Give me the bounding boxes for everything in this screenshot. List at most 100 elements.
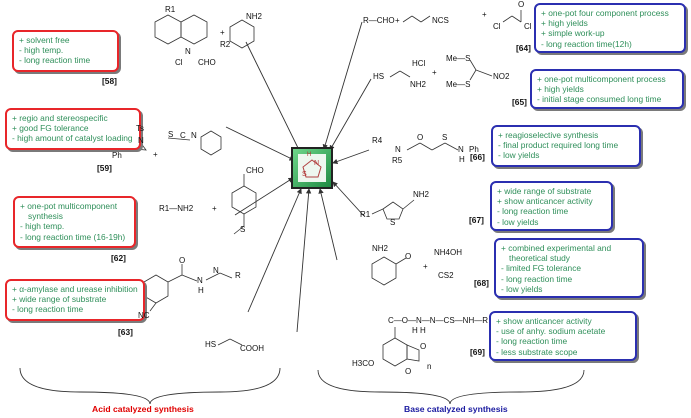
arrow-67 bbox=[332, 181, 365, 217]
chem-66-o: O bbox=[417, 133, 424, 142]
chem-64-cl1: Cl bbox=[493, 22, 501, 31]
chem-68-o: O bbox=[405, 252, 412, 261]
chem-69-o2: O bbox=[405, 367, 412, 376]
chem-59-plus: + bbox=[153, 150, 158, 159]
acid-brace bbox=[19, 367, 281, 405]
ring-n-label: N bbox=[314, 160, 320, 167]
arrow-63 bbox=[247, 188, 302, 313]
ring-h-label: H bbox=[307, 152, 312, 158]
chem-69-h3co: H3CO bbox=[352, 359, 375, 368]
chem-62-r1nh2: R1—NH2 bbox=[159, 204, 194, 213]
chem-64-ncs: NCS bbox=[432, 16, 449, 25]
chem-64-rcho: R—CHO bbox=[363, 16, 395, 25]
chem-63-cooh: COOH bbox=[240, 344, 264, 353]
chem-59-c: C bbox=[180, 131, 186, 140]
chem-68-nh4oh: NH4OH bbox=[434, 248, 463, 257]
chem-67-r1: R1 bbox=[360, 210, 371, 219]
chem-63-o: O bbox=[179, 256, 186, 265]
ref-62: [62] bbox=[111, 253, 126, 263]
thiazolidine-core: H N S bbox=[291, 147, 333, 189]
chem-58-nh2: NH2 bbox=[246, 12, 263, 21]
chem-59-n2: N bbox=[191, 131, 197, 140]
box-58: + solvent free- high temp.- long reactio… bbox=[12, 30, 119, 72]
box-65: + one-pot multicomponent process+ high y… bbox=[530, 69, 684, 109]
chem-65-no2: NO2 bbox=[493, 72, 510, 81]
chem-66-r5: R5 bbox=[392, 156, 403, 165]
chem-64-cl2: Cl bbox=[524, 22, 532, 31]
chem-66-ph: Ph bbox=[469, 145, 479, 154]
chem-58-cho: CHO bbox=[198, 58, 216, 67]
ref-67: [67] bbox=[469, 215, 484, 225]
chem-63-r: R bbox=[235, 271, 241, 280]
chem-59-s: S bbox=[168, 130, 174, 139]
chem-58-n: N bbox=[185, 47, 191, 56]
chem-64-plus2: + bbox=[482, 10, 487, 19]
arrow-59 bbox=[225, 126, 295, 161]
ref-69: [69] bbox=[470, 347, 485, 357]
chem-62-s: S bbox=[240, 225, 246, 234]
chem-69-o1: O bbox=[420, 342, 427, 351]
box-62: + one-pot multicomponent synthesis- high… bbox=[13, 196, 136, 248]
ring-panel: H N S bbox=[298, 152, 326, 182]
chem-58-plus: + bbox=[220, 28, 225, 37]
chem-63-n2: N bbox=[213, 266, 219, 275]
chem-62-plus: + bbox=[212, 204, 217, 213]
chem-65-hcl: HCl bbox=[412, 59, 426, 68]
chem-69-n: n bbox=[427, 362, 432, 371]
chem-69-chain: C—O—N—N—CS—NH—R bbox=[388, 316, 488, 325]
chem-63-n: N bbox=[197, 276, 203, 285]
chem-68-cs2: CS2 bbox=[438, 271, 454, 280]
acid-caption: Acid catalyzed synthesis bbox=[92, 404, 194, 414]
arrow-65 bbox=[329, 78, 372, 151]
ref-58: [58] bbox=[102, 76, 117, 86]
arrow-64 bbox=[322, 21, 363, 150]
chem-68-nh2: NH2 bbox=[372, 244, 389, 253]
chem-67-nh2: NH2 bbox=[413, 190, 430, 199]
arrow-69 bbox=[296, 188, 312, 333]
arrow-62 bbox=[234, 177, 294, 216]
chem-58-r2: R2 bbox=[220, 40, 231, 49]
chem-65-mes1: Me—S bbox=[446, 54, 471, 63]
chem-58-cl: Cl bbox=[175, 58, 183, 67]
box-66: + reagioselective synthesis- final produ… bbox=[491, 125, 641, 167]
chem-63-nc: NC bbox=[138, 311, 150, 320]
chem-63-hs: HS bbox=[205, 340, 217, 349]
ref-64: [64] bbox=[516, 43, 531, 53]
ref-66: [66] bbox=[470, 152, 485, 162]
chem-66-r4: R4 bbox=[372, 136, 383, 145]
chem-66-s: S bbox=[442, 133, 448, 142]
chem-64-plus1: + bbox=[395, 16, 400, 25]
box-63: + α-amylase and urease inhibition+ wide … bbox=[5, 279, 145, 321]
chem-65-hs: HS bbox=[373, 72, 385, 81]
box-69: + show anticancer activity- use of anhy.… bbox=[489, 311, 637, 361]
chem-59-ph: Ph bbox=[112, 151, 122, 160]
chem-67-s: S bbox=[390, 218, 396, 227]
chem-58-r1: R1 bbox=[165, 5, 176, 14]
base-caption: Base catalyzed synthesis bbox=[404, 404, 508, 414]
box-68: + combined experimental and theoretical … bbox=[494, 238, 644, 298]
chem-66-n: N bbox=[395, 145, 401, 154]
arrow-68 bbox=[318, 188, 338, 261]
ref-68: [68] bbox=[474, 278, 489, 288]
chem-63-h: H bbox=[198, 286, 204, 295]
box-64: + one-pot four component process+ high y… bbox=[534, 3, 686, 53]
ring-s-label: S bbox=[302, 171, 307, 178]
chem-64-o: O bbox=[518, 0, 525, 9]
chem-69-h: H H bbox=[412, 326, 426, 335]
chem-59-n: N bbox=[138, 136, 144, 145]
ref-65: [65] bbox=[512, 97, 527, 107]
ref-59: [59] bbox=[97, 163, 112, 173]
box-59: + regio and stereospecific+ good FG tole… bbox=[5, 108, 141, 150]
box-67: + wide range of substrate+ show anticanc… bbox=[490, 181, 613, 231]
chem-66-n2: N bbox=[458, 145, 464, 154]
chem-65-nh2: NH2 bbox=[410, 80, 427, 89]
arrow-58 bbox=[245, 41, 301, 153]
chem-68-plus: + bbox=[423, 262, 428, 271]
base-brace bbox=[317, 369, 585, 405]
chem-62-cho: CHO bbox=[246, 166, 264, 175]
arrow-66 bbox=[332, 149, 370, 165]
chem-66-h: H bbox=[459, 155, 465, 164]
chem-59-ts: Ts bbox=[136, 124, 144, 133]
ref-63: [63] bbox=[118, 327, 133, 337]
